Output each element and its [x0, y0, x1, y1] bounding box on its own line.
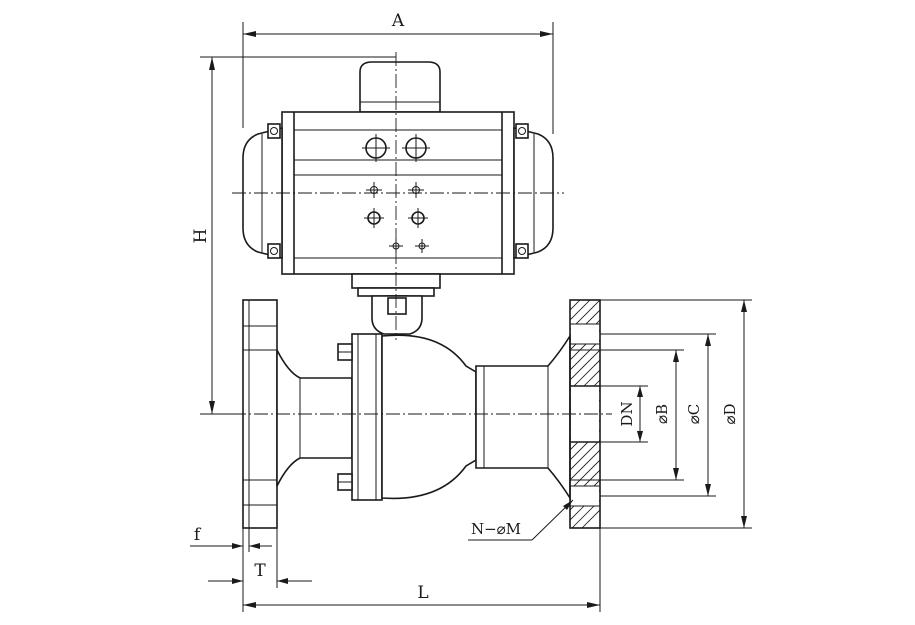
valve-body [242, 299, 601, 529]
dimension-labels: A H L f T DN ⌀B ⌀C ⌀D N−⌀M [191, 11, 739, 603]
actuator-top-boss [359, 61, 441, 113]
dim-label-b: ⌀B [653, 404, 671, 424]
body-bolt-icon [337, 343, 353, 491]
actuator [242, 61, 554, 335]
dim-label-a: A [391, 11, 405, 31]
ball-body [381, 334, 477, 500]
mounting-hole-icon [364, 182, 429, 253]
dim-label-h: H [191, 229, 211, 244]
dim-label-nm: N−⌀M [471, 520, 521, 538]
mounting-bracket [351, 273, 441, 335]
body-flange [351, 333, 383, 501]
dim-label-t: T [254, 561, 266, 581]
actuator-cap-bolt-icon [267, 123, 529, 259]
air-port-icon [362, 134, 430, 162]
dim-label-f: f [194, 525, 202, 545]
dimension-lines [190, 22, 752, 612]
right-neck [475, 333, 571, 501]
dim-label-dn: DN [618, 401, 636, 426]
center-lines [232, 52, 612, 415]
dim-label-d: ⌀D [721, 403, 739, 424]
left-neck [276, 349, 353, 487]
dim-label-l: L [417, 583, 428, 603]
dim-label-c: ⌀C [685, 404, 703, 425]
